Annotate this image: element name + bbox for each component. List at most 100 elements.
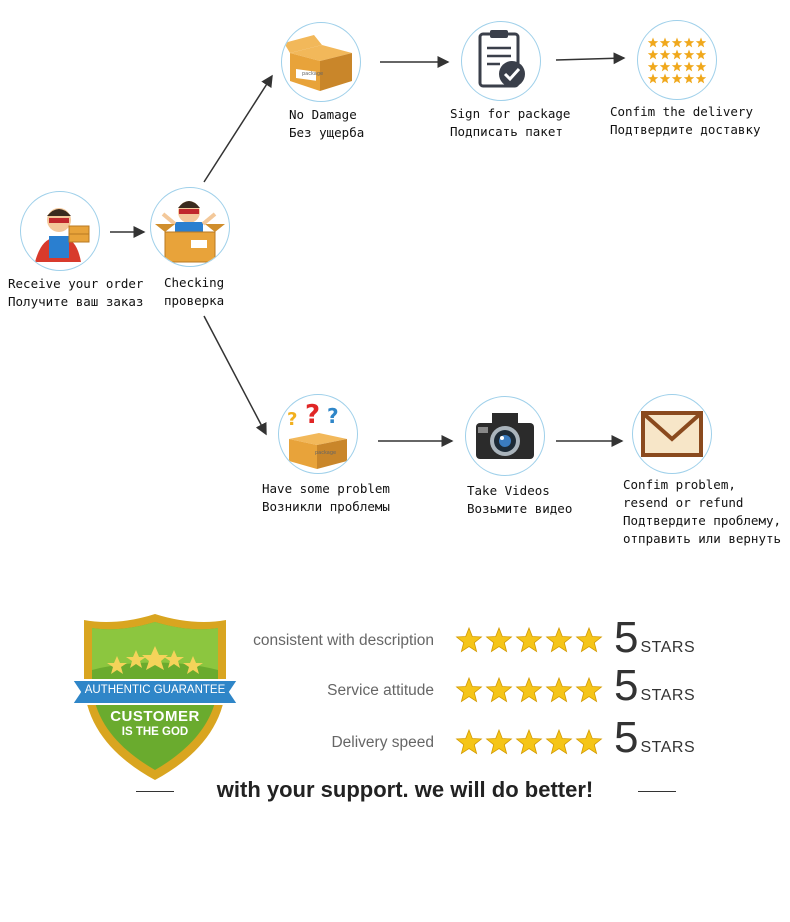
arrow-checking-to-problem bbox=[203, 315, 267, 436]
receive-line-ru: Получите ваш заказ bbox=[8, 294, 144, 309]
star-icon bbox=[455, 676, 483, 703]
mini-star-icon bbox=[647, 61, 659, 72]
star-icon bbox=[485, 676, 513, 703]
mini-star-icon bbox=[683, 49, 695, 60]
mini-star-icon bbox=[659, 49, 671, 60]
courier-in-box-icon bbox=[150, 187, 230, 267]
mini-star-icon bbox=[695, 61, 707, 72]
slogan-divider-right bbox=[638, 791, 676, 792]
confirm-problem-line-4: отправить или вернуть bbox=[623, 531, 782, 546]
package-box-text: package bbox=[302, 71, 324, 77]
slogan-text: with your support. we will do better! bbox=[216, 777, 594, 802]
badge-line-1: CUSTOMER bbox=[110, 708, 200, 725]
rating-label-description: consistent with description bbox=[253, 632, 434, 649]
star-icon bbox=[485, 626, 513, 653]
rating-label-service: Service attitude bbox=[327, 682, 434, 699]
rating-score-number: 5 bbox=[614, 713, 639, 762]
star-icon bbox=[515, 728, 543, 755]
arrow-sign-to-confirm bbox=[555, 52, 626, 65]
mini-star-icon bbox=[671, 61, 683, 72]
no-damage-label: No Damage Без ущерба bbox=[289, 106, 364, 142]
videos-label: Take Videos Возьмите видео bbox=[467, 482, 572, 518]
mini-star-icon bbox=[659, 37, 671, 48]
svg-text:?: ? bbox=[327, 404, 339, 428]
mini-star-icon bbox=[647, 37, 659, 48]
no-damage-line-ru: Без ущерба bbox=[289, 125, 365, 140]
confirm-problem-label: Confim problem, resend or refund Подтвер… bbox=[623, 476, 781, 548]
question-box-icon: ? ? ? package bbox=[278, 394, 358, 474]
guarantee-shield-icon: AUTHENTIC GUARANTEE CUSTOMER IS THE GOD bbox=[70, 610, 240, 785]
mini-star-icon bbox=[695, 73, 707, 84]
badge-line-2: IS THE GOD bbox=[121, 726, 189, 738]
star-icon bbox=[455, 626, 483, 653]
receive-line-en: Receive your order bbox=[8, 276, 144, 291]
mini-star-icon bbox=[659, 61, 671, 72]
question-box-text: package bbox=[315, 450, 337, 456]
rating-score-unit: STARS bbox=[640, 639, 696, 656]
checking-label: Checking проверка bbox=[164, 274, 224, 310]
checking-line-en: Checking bbox=[164, 275, 225, 290]
arrow-checking-to-no-damage bbox=[203, 74, 273, 183]
mini-star-icon bbox=[647, 73, 659, 84]
confirm-problem-line-2: resend or refund bbox=[623, 495, 744, 510]
confirm-delivery-line-en: Confim the delivery bbox=[610, 104, 753, 119]
problem-label: Have some problem Возникли проблемы bbox=[262, 480, 390, 516]
confirm-problem-line-1: Confim problem, bbox=[623, 477, 736, 492]
slogan-divider-left bbox=[136, 791, 174, 792]
mini-star-icon bbox=[671, 73, 683, 84]
problem-line-en: Have some problem bbox=[262, 481, 390, 496]
star-icon bbox=[515, 626, 543, 653]
star-icon bbox=[545, 728, 573, 755]
problem-line-ru: Возникли проблемы bbox=[262, 499, 390, 514]
clipboard-check-icon bbox=[461, 21, 541, 101]
mini-star-icon bbox=[647, 49, 659, 60]
mini-star-icon bbox=[659, 73, 671, 84]
receive-label: Receive your order Получите ваш заказ bbox=[8, 275, 143, 311]
star-icon bbox=[575, 626, 603, 653]
sign-line-en: Sign for package bbox=[450, 106, 571, 121]
mini-star-icon bbox=[683, 73, 695, 84]
five-star-rows-icon bbox=[637, 20, 717, 100]
envelope-icon bbox=[632, 394, 712, 474]
confirm-problem-line-3: Подтвердите проблему, bbox=[623, 513, 782, 528]
rating-stars-description bbox=[455, 626, 605, 658]
package-box-icon: package bbox=[281, 22, 361, 102]
sign-label: Sign for package Подписать пакет bbox=[450, 105, 570, 141]
svg-text:?: ? bbox=[305, 400, 320, 430]
rating-score-number: 5 bbox=[614, 613, 639, 662]
courier-with-box-icon bbox=[20, 191, 100, 271]
star-icon bbox=[575, 676, 603, 703]
confirm-delivery-label: Confim the delivery Подтвердите доставку bbox=[610, 103, 761, 139]
star-icon bbox=[515, 676, 543, 703]
rating-score-unit: STARS bbox=[640, 739, 696, 756]
rating-score-number: 5 bbox=[614, 661, 639, 710]
confirm-delivery-line-ru: Подтвердите доставку bbox=[610, 122, 761, 137]
videos-line-ru: Возьмите видео bbox=[467, 501, 573, 516]
star-icon bbox=[545, 626, 573, 653]
mini-star-icon bbox=[683, 61, 695, 72]
camera-icon bbox=[465, 396, 545, 476]
mini-star-icon bbox=[683, 37, 695, 48]
mini-star-icon bbox=[695, 37, 707, 48]
slogan-banner: with your support. we will do better! bbox=[130, 774, 680, 806]
svg-text:?: ? bbox=[287, 409, 297, 430]
no-damage-line-en: No Damage bbox=[289, 107, 357, 122]
star-icon bbox=[545, 676, 573, 703]
checking-line-ru: проверка bbox=[164, 293, 225, 308]
mini-star-icon bbox=[695, 49, 707, 60]
star-icon bbox=[455, 728, 483, 755]
rating-stars-service bbox=[455, 676, 605, 708]
star-icon bbox=[485, 728, 513, 755]
mini-star-icon bbox=[671, 49, 683, 60]
badge-ribbon-text: AUTHENTIC GUARANTEE bbox=[84, 684, 226, 696]
rating-stars-delivery bbox=[455, 728, 605, 760]
rating-score-unit: STARS bbox=[640, 687, 696, 704]
videos-line-en: Take Videos bbox=[467, 483, 550, 498]
mini-star-icon bbox=[671, 37, 683, 48]
star-icon bbox=[575, 728, 603, 755]
